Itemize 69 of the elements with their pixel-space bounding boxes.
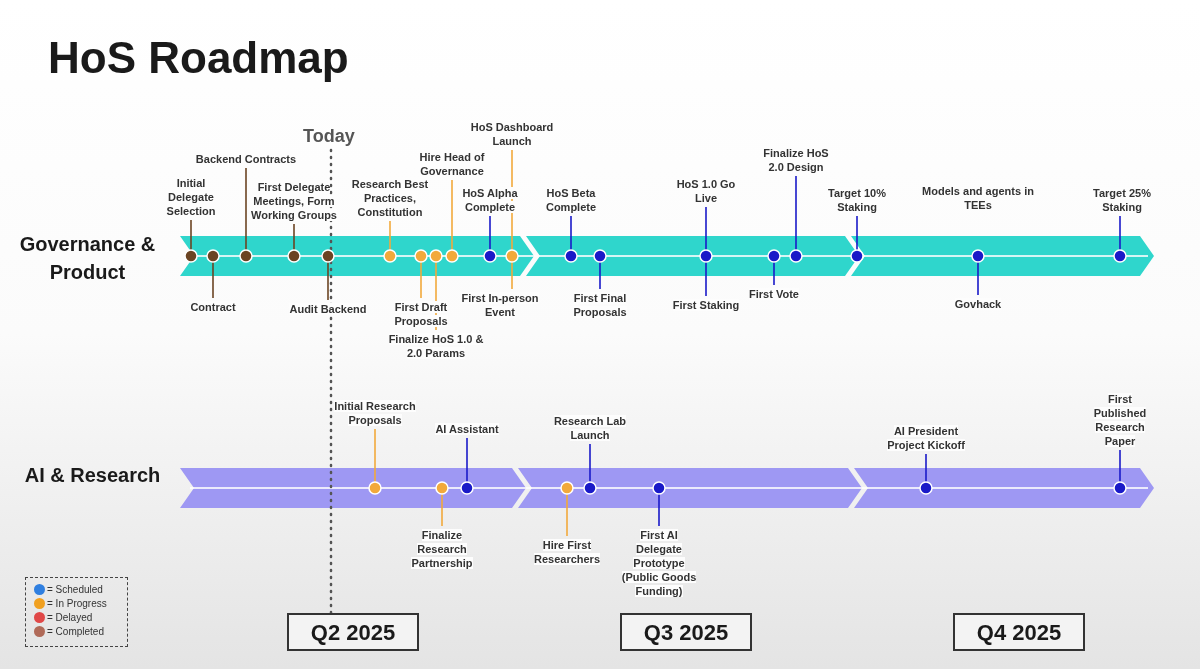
milestone-label: Models and agents in TEEs [921, 184, 1035, 212]
leader-line [511, 261, 513, 290]
leader-line [466, 437, 468, 483]
leader-line [451, 179, 453, 251]
leader-line [773, 261, 775, 286]
milestone-dot [593, 249, 607, 263]
milestone-dot [564, 249, 578, 263]
milestone-dot [583, 481, 597, 495]
milestone-dot [919, 481, 933, 495]
leader-line [566, 493, 568, 537]
milestone-dot [460, 481, 474, 495]
leader-line [925, 453, 927, 483]
milestone-dot [699, 249, 713, 263]
milestone-dot [652, 481, 666, 495]
leader-line [212, 261, 214, 299]
leader-line [589, 443, 591, 483]
milestone-label: Finalize HoS 1.0 & 2.0 Params [388, 332, 484, 360]
leader-line [705, 261, 707, 297]
milestone-dot [414, 249, 428, 263]
title: HoS Roadmap [48, 36, 349, 80]
row-label: AI & Research [23, 463, 162, 488]
leader-line [1119, 449, 1121, 483]
quarter-box: Q2 2025 [287, 613, 419, 651]
today-label: Today [303, 125, 355, 148]
leader-line [441, 493, 443, 527]
leader-line [190, 219, 192, 251]
leader-line [570, 215, 572, 251]
quarter-box: Q4 2025 [953, 613, 1085, 651]
leader-line [293, 223, 295, 251]
milestone-dot [483, 249, 497, 263]
milestone-label: First AI Delegate Prototype (Public Goods Funding) [619, 528, 699, 598]
milestone-dot [287, 249, 301, 263]
leader-line [795, 175, 797, 251]
legend-text: = Scheduled [47, 583, 103, 596]
milestone-dot [1113, 249, 1127, 263]
leader-line [705, 206, 707, 251]
milestone-dot [206, 249, 220, 263]
legend-text: = In Progress [47, 597, 107, 610]
milestone-label: AI President Project Kickoff [886, 424, 966, 452]
milestone-dot [1113, 481, 1127, 495]
row-label: Governance & Product [18, 232, 157, 285]
milestone-dot [850, 249, 864, 263]
leader-line [977, 261, 979, 296]
quarter-box: Q3 2025 [620, 613, 752, 651]
milestone-dot [321, 249, 335, 263]
milestone-dot [239, 249, 253, 263]
leader-line [1119, 215, 1121, 251]
milestone-dot [383, 249, 397, 263]
leader-line [658, 493, 660, 527]
leader-line [856, 215, 858, 251]
legend-text: = Completed [47, 625, 104, 638]
leader-line [389, 220, 391, 251]
milestone-dot [505, 249, 519, 263]
leader-line [245, 167, 247, 251]
milestone-dot [435, 481, 449, 495]
leader-line [489, 215, 491, 251]
leader-line [327, 261, 329, 301]
leader-line [599, 261, 601, 290]
milestone-dot [789, 249, 803, 263]
milestone-dot [560, 481, 574, 495]
milestone-dot [184, 249, 198, 263]
milestone-dot [445, 249, 459, 263]
milestone-dot [767, 249, 781, 263]
leader-line [374, 428, 376, 483]
leader-line [420, 261, 422, 299]
milestone-dot [429, 249, 443, 263]
milestone-dot [971, 249, 985, 263]
milestone-dot [368, 481, 382, 495]
legend-text: = Delayed [47, 611, 93, 624]
